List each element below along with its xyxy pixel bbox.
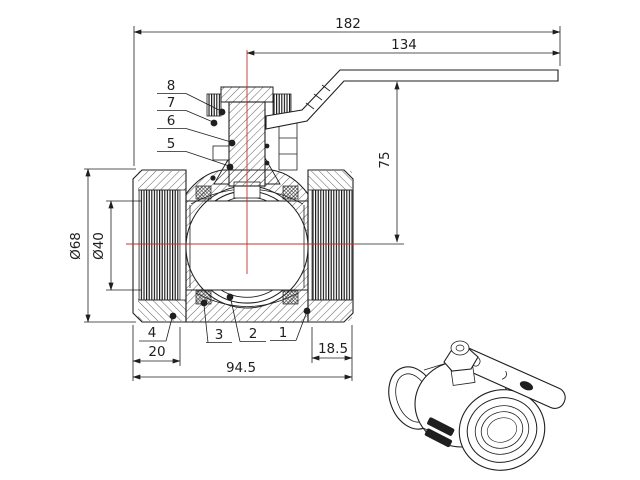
callout-2-number: 2 [249, 326, 258, 342]
callout-8-number: 8 [167, 78, 176, 94]
dim-outer-diameter: Ø68 [68, 168, 136, 323]
callout-6: 6 [157, 113, 236, 147]
callout-2: 2 [226, 293, 266, 342]
dim-total-length-value: 182 [335, 16, 361, 32]
handle-lever [265, 69, 559, 130]
callout-1: 1 [270, 307, 311, 341]
iso-label-patch [424, 417, 455, 448]
callout-1-number: 1 [279, 325, 288, 341]
callout-4: 4 [139, 312, 177, 342]
dim-right-thread-depth-value: 18.5 [318, 341, 348, 357]
left-end-cap [132, 169, 187, 323]
dim-total-length: 182 [133, 16, 561, 166]
right-threads [311, 189, 353, 301]
dimensions: 182 134 75 Ø68 Ø40 20 [68, 16, 561, 381]
dim-body-length-value: 94.5 [226, 360, 256, 376]
o-ring-upper [264, 143, 270, 149]
iso-handle-mark [519, 381, 534, 391]
callout-6-number: 6 [167, 113, 176, 129]
dim-handle-height: 75 [377, 81, 400, 243]
centerlines [126, 50, 404, 274]
iso-view [388, 340, 566, 471]
callout-7: 7 [157, 95, 218, 127]
dim-handle-height-value: 75 [377, 151, 393, 168]
callout-5-number: 5 [167, 136, 176, 152]
part-callouts: 8 7 6 5 4 3 [139, 78, 311, 343]
callout-5: 5 [157, 136, 234, 171]
iso-stem-nut [443, 340, 479, 386]
dim-left-thread-depth-value: 20 [148, 344, 165, 360]
gland-step-left [212, 145, 230, 161]
section-view [126, 50, 559, 323]
callout-3-number: 3 [215, 327, 224, 343]
dim-handle-length-value: 134 [391, 37, 417, 53]
iso-front-port [458, 389, 546, 471]
callout-8: 8 [157, 78, 226, 116]
body-seal-dot [210, 175, 216, 181]
dim-right-thread-depth: 18.5 [311, 325, 353, 381]
o-ring-lower [264, 160, 270, 166]
callout-3: 3 [200, 299, 232, 343]
packing-gland-left [206, 93, 222, 117]
dim-bore-diameter-value: Ø40 [91, 232, 107, 260]
right-end-cap [307, 169, 354, 323]
dim-bore-diameter: Ø40 [91, 200, 142, 291]
callout-4-number: 4 [148, 325, 157, 341]
dim-body-length: 94.5 [132, 360, 353, 380]
dim-outer-diameter-value: Ø68 [68, 232, 84, 260]
stem-nut-right [278, 121, 298, 171]
dim-handle-length: 134 [246, 37, 561, 56]
valve-seats [195, 185, 299, 305]
dim-left-thread-depth: 20 [132, 325, 181, 381]
callout-7-number: 7 [167, 95, 176, 111]
left-threads [138, 189, 181, 301]
